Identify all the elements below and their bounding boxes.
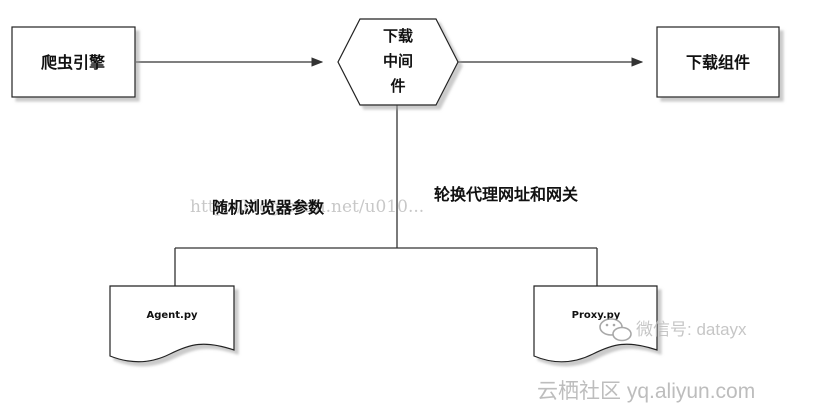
- csdn-watermark: http://blog.csdn.net/u010...: [190, 197, 424, 217]
- proxy-document-node: Proxy.py: [533, 285, 658, 363]
- middleware-label-line-3: 件: [390, 77, 405, 95]
- middleware-label-line-2: 中间: [383, 52, 413, 70]
- rotate-proxy-label: 轮换代理网址和网关: [434, 185, 578, 204]
- agent-document-node: Agent.py: [109, 285, 235, 363]
- random-browser-params-label: 随机浏览器参数: [212, 198, 325, 217]
- proxy-document-label: Proxy.py: [572, 310, 621, 321]
- wechat-icon: [599, 318, 632, 342]
- download-middleware-node: 下载 中间 件: [337, 18, 459, 106]
- downloader-label: 下载组件: [686, 53, 750, 72]
- downloader-node: 下载组件: [656, 26, 780, 98]
- wechat-watermark: 微信号: datayx: [599, 318, 747, 342]
- crawler-engine-node: 爬虫引擎: [11, 26, 136, 98]
- wechat-watermark-text: 微信号: datayx: [636, 320, 747, 339]
- agent-document-label: Agent.py: [146, 310, 198, 321]
- middleware-label-line-1: 下载: [383, 27, 413, 45]
- crawler-engine-label: 爬虫引擎: [40, 53, 106, 72]
- yunqi-watermark: 云栖社区 yq.aliyun.com: [537, 380, 755, 403]
